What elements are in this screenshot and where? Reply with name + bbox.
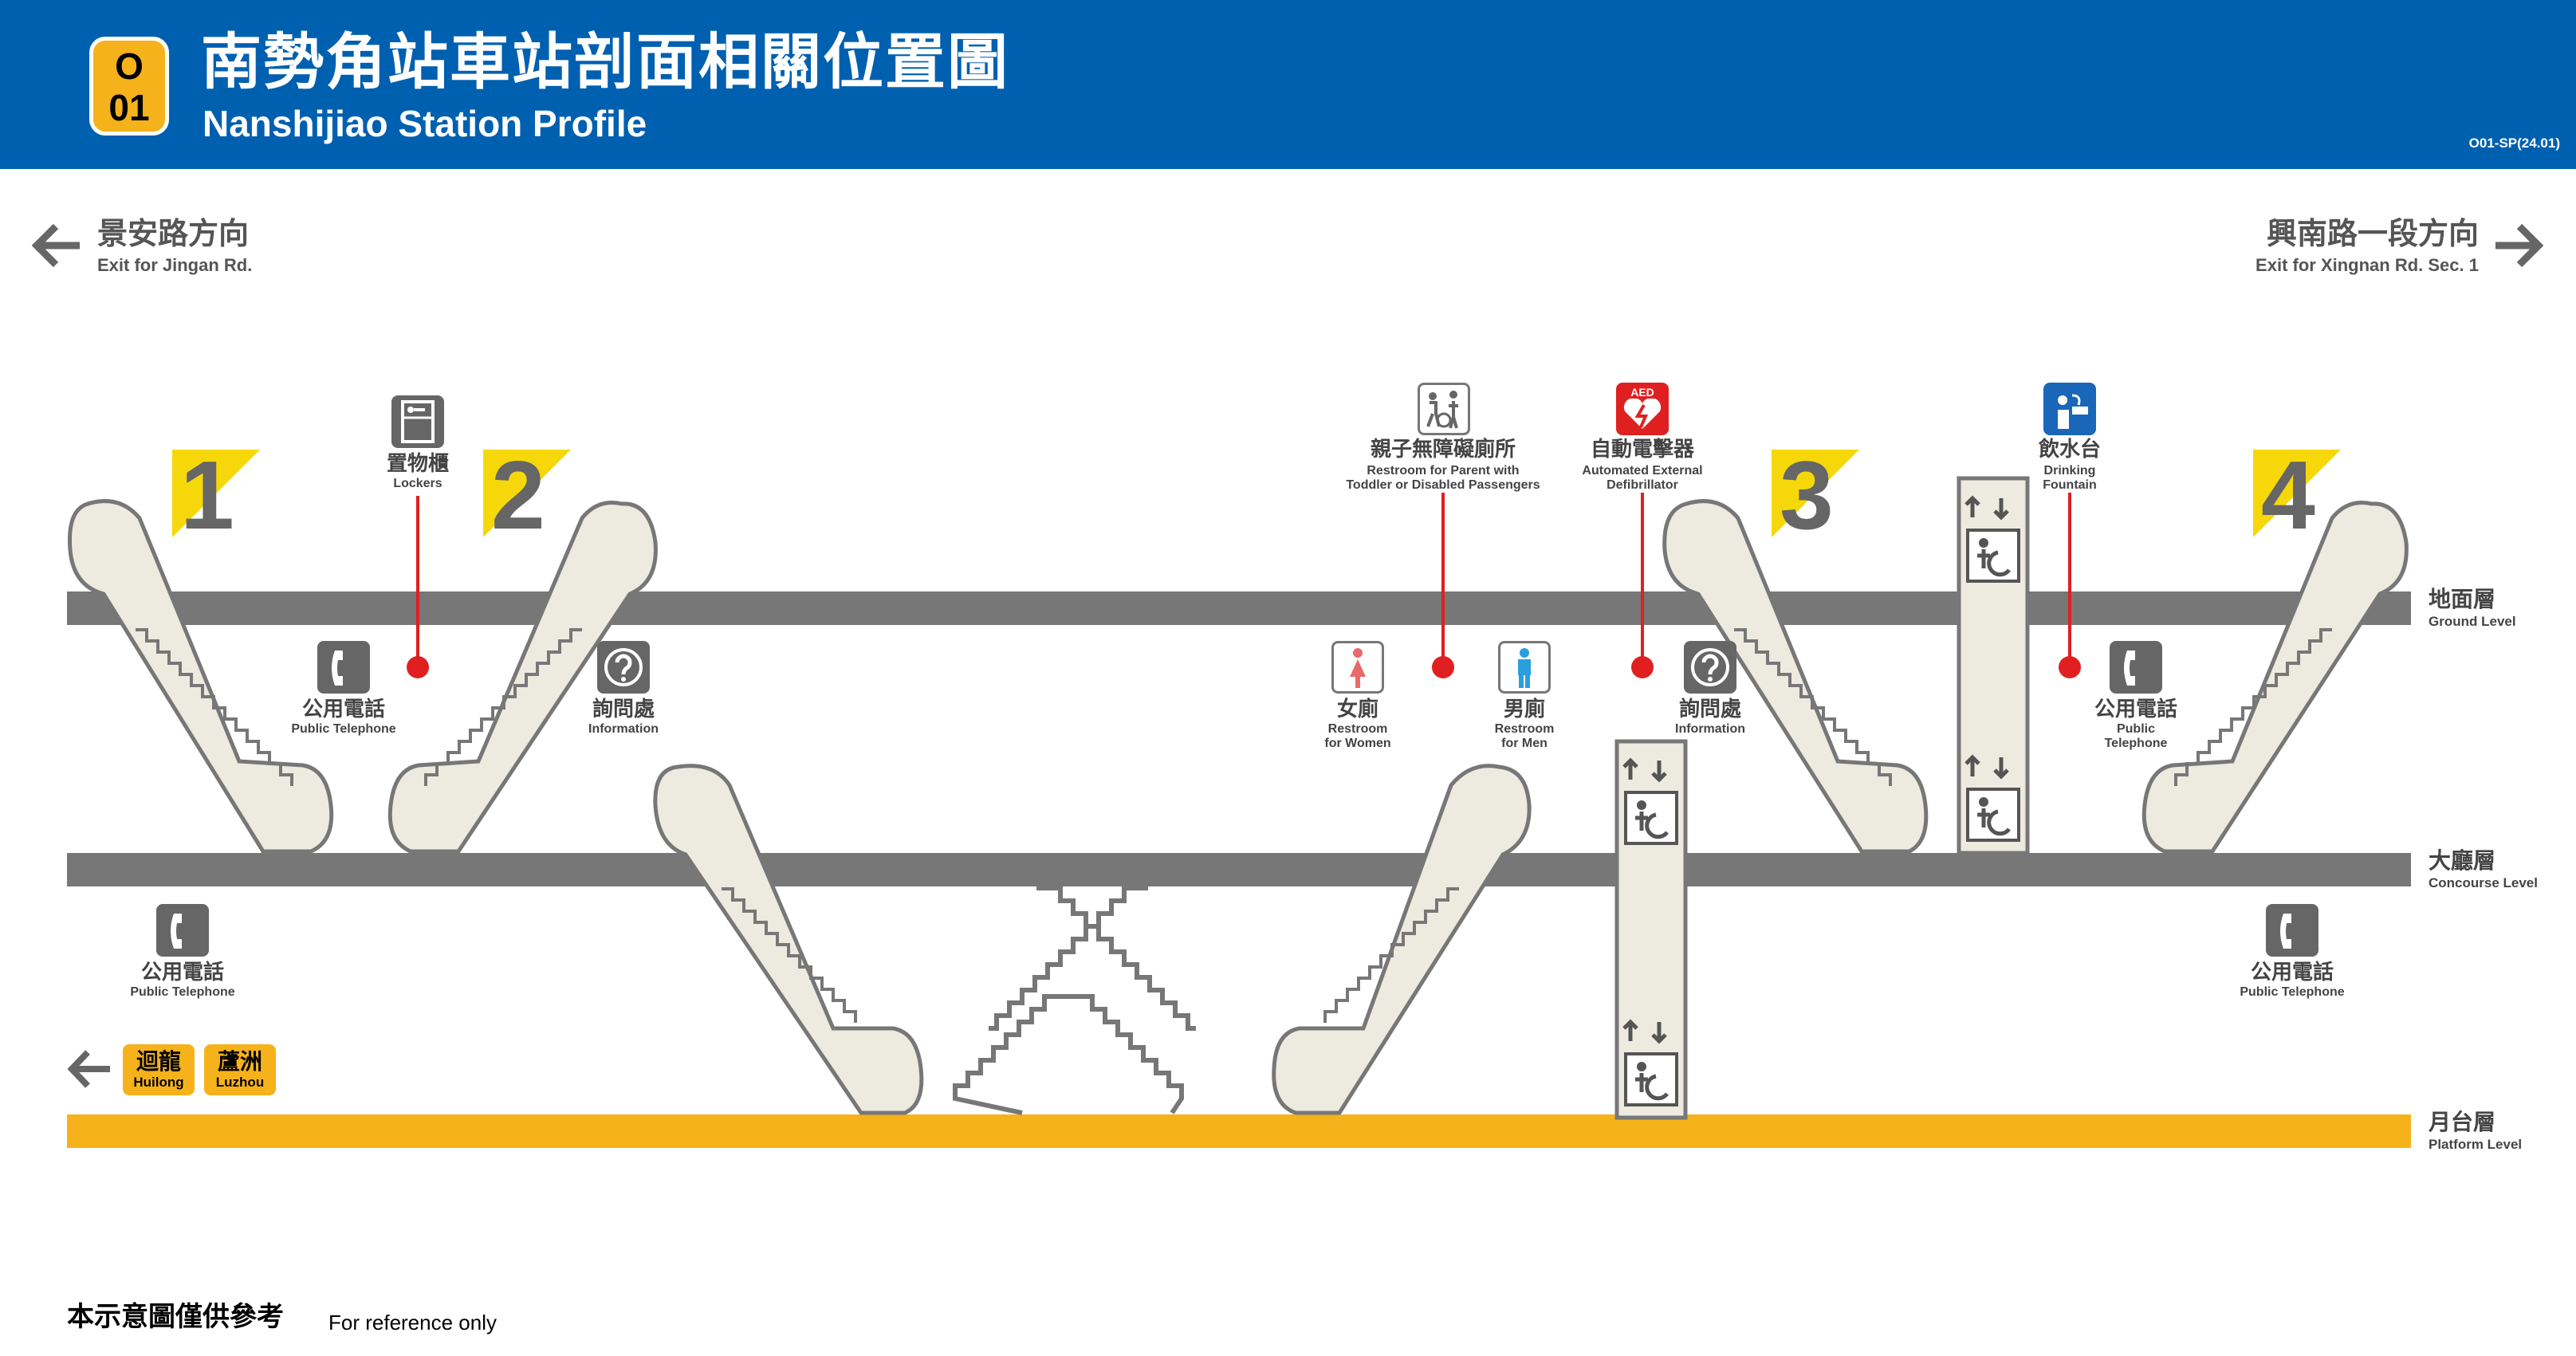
drinking-fountain-label-en-2: Fountain — [2043, 478, 2097, 492]
footer-disclaimer: 本示意圖僅供參考 — [67, 1302, 284, 1332]
exit-number: 4 — [2261, 441, 2315, 549]
destination-en: Huilong — [133, 1075, 184, 1090]
family-restroom-icon — [1418, 383, 1470, 435]
exit-number: 2 — [491, 441, 545, 549]
exit-number: 3 — [1780, 441, 1834, 549]
lockers-label: 置物櫃 — [386, 451, 449, 475]
public-telephone-label: 公用電話 — [2250, 960, 2334, 984]
header-bar: O 01 南勢角站車站剖面相關位置圖 Nanshijiao Station Pr… — [0, 0, 2576, 169]
concourse-level-label-en: Concourse Level — [2429, 875, 2538, 890]
platform-level-slab — [67, 1114, 2411, 1148]
escalator-exit-1 — [67, 499, 334, 854]
elevator-icon — [1961, 482, 2025, 584]
locker-icon — [391, 395, 444, 448]
escalator-exit-3 — [1662, 499, 1929, 854]
right-direction-zh: 興南路一段方向 — [2266, 218, 2479, 251]
men-restroom-label-en-2: for Men — [1501, 737, 1548, 750]
page-title: 南勢角站車站剖面相關位置圖 — [201, 29, 1009, 96]
men-icon — [1498, 641, 1551, 694]
destination-zh: 迴龍 — [136, 1049, 181, 1074]
staircase-platform — [953, 886, 1196, 1115]
platform-level-label: 月台層 — [2429, 1110, 2496, 1134]
information-icon — [1684, 641, 1736, 694]
left-direction-zh: 景安路方向 — [97, 218, 250, 251]
line-station-badge: O 01 — [89, 37, 169, 136]
concourse-level-label: 大廳層 — [2429, 848, 2496, 873]
badge-line-code: O — [115, 45, 144, 87]
badge-station-number: 01 — [108, 87, 150, 128]
public-telephone-label: 公用電話 — [301, 697, 385, 721]
public-telephone-label-en-2: Telephone — [2104, 737, 2168, 750]
information-icon — [597, 641, 650, 694]
left-arrow-icon — [32, 223, 80, 268]
drinking-fountain-icon — [2043, 383, 2096, 435]
public-telephone-label-en: Public Telephone — [291, 722, 396, 736]
escalator-exit-2 — [387, 501, 658, 854]
public-telephone-label: 公用電話 — [2094, 697, 2177, 721]
elevator-icon — [1619, 1006, 1683, 1108]
family-restroom-label-en-1: Restroom for Parent with — [1367, 464, 1520, 478]
telephone-icon — [317, 641, 370, 694]
destination-zh: 蘆洲 — [217, 1049, 262, 1074]
women-restroom-label: 女廁 — [1336, 697, 1378, 721]
right-direction-en: Exit for Xingnan Rd. Sec. 1 — [2255, 255, 2479, 275]
men-restroom-label-en-1: Restroom — [1494, 722, 1555, 736]
family-restroom-label-en-2: Toddler or Disabled Passengers — [1346, 478, 1540, 492]
exit-2-marker: 2 — [483, 443, 571, 547]
left-direction-en: Exit for Jingan Rd. — [97, 255, 253, 275]
ground-level-label-en: Ground Level — [2429, 614, 2516, 629]
telephone-icon — [156, 904, 209, 957]
women-restroom-label-en-1: Restroom — [1327, 722, 1388, 736]
telephone-icon — [2266, 904, 2318, 957]
information-label: 詢問處 — [592, 697, 655, 721]
escalator-platform-east — [1272, 764, 1532, 1115]
men-restroom-label: 男廁 — [1503, 697, 1545, 721]
exit-number: 1 — [180, 441, 234, 549]
information-label-en: Information — [1675, 722, 1745, 736]
exit-4-marker: 4 — [2253, 443, 2341, 547]
concourse-level-slab — [67, 853, 2411, 886]
aed-icon: AED — [1616, 383, 1669, 435]
destination-huilong: 迴龍 Huilong — [123, 1044, 195, 1095]
women-icon — [1331, 641, 1384, 694]
page-subtitle: Nanshijiao Station Profile — [203, 103, 647, 144]
left-arrow-icon — [67, 1050, 110, 1088]
footer-disclaimer-en: For reference only — [328, 1311, 497, 1334]
exit-1-marker: 1 — [172, 443, 260, 547]
public-telephone-label: 公用電話 — [140, 960, 224, 984]
aed-label-en-1: Automated External — [1582, 464, 1703, 478]
telephone-icon — [2110, 641, 2162, 694]
public-telephone-label-en: Public Telephone — [130, 985, 235, 999]
information-label: 詢問處 — [1678, 697, 1741, 721]
document-code: O01-SP(24.01) — [2468, 136, 2560, 151]
facility-leaders — [416, 493, 2071, 663]
destination-en: Luzhou — [215, 1075, 265, 1090]
elevator-icon — [1961, 741, 2025, 843]
escalator-exit-4 — [2141, 501, 2409, 854]
public-telephone-label-en-1: Public — [2116, 722, 2155, 736]
platform-level-label-en: Platform Level — [2429, 1137, 2523, 1152]
drinking-fountain-label-en-1: Drinking — [2043, 464, 2096, 478]
aed-label: 自動電擊器 — [1590, 437, 1694, 461]
escalator-platform-west — [653, 764, 924, 1115]
elevator-icon — [1619, 745, 1683, 847]
right-arrow-icon — [2495, 223, 2543, 268]
women-restroom-label-en-2: for Women — [1324, 737, 1391, 750]
information-label-en: Information — [588, 722, 659, 736]
ground-level-label: 地面層 — [2429, 587, 2496, 611]
destination-luzhou: 蘆洲 Luzhou — [204, 1044, 276, 1095]
aed-label-en-2: Defibrillator — [1607, 478, 1678, 492]
public-telephone-label-en: Public Telephone — [2240, 985, 2345, 999]
exit-3-marker: 3 — [1772, 443, 1859, 547]
lockers-label-en: Lockers — [393, 477, 442, 490]
family-restroom-label: 親子無障礙廁所 — [1370, 437, 1516, 461]
facility-dots — [407, 656, 2081, 678]
aed-badge-text: AED — [1630, 386, 1654, 399]
drinking-fountain-label: 飲水台 — [2038, 437, 2101, 461]
